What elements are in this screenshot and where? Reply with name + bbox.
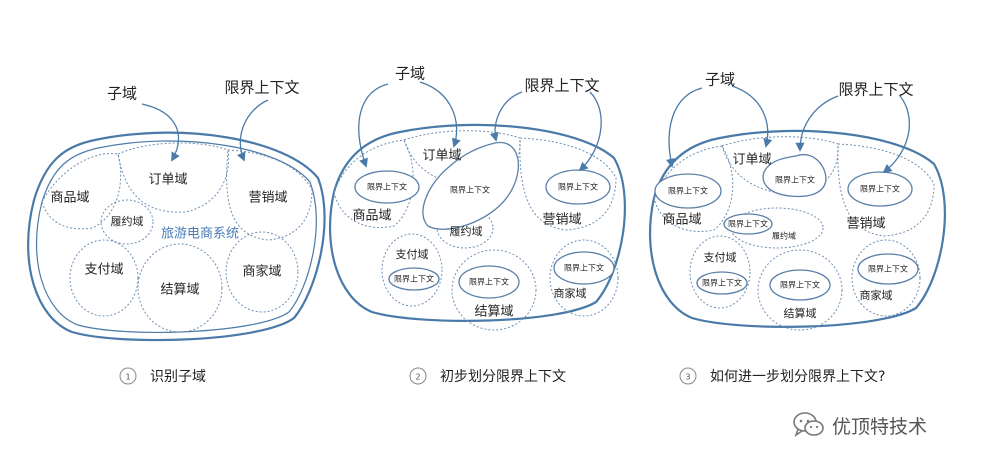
label-bounded-context: 限界上下文 <box>524 77 599 95</box>
bounded-context-label: 限界上下文 <box>860 184 900 194</box>
region-order <box>117 142 230 213</box>
step-number-circle <box>409 367 427 385</box>
region-fulfillment <box>730 207 824 249</box>
watermark-text: 优顶特技术 <box>832 415 928 438</box>
label-subdomain: 子域 <box>107 85 137 103</box>
bounded-context-label: 限界上下文 <box>868 264 908 274</box>
bounded-context-label: 限界上下文 <box>564 263 604 273</box>
domain-settlement: 结算域 <box>474 305 513 320</box>
region-settlement <box>451 249 537 331</box>
bounded-context-order-fulfillment <box>422 141 520 230</box>
wechat-icon <box>793 412 824 437</box>
bounded-context-product <box>354 170 420 204</box>
domain-product: 商品域 <box>352 209 391 224</box>
arrow-subdomain <box>358 83 389 168</box>
domain-order: 订单域 <box>148 173 187 188</box>
domain-merchant: 商家域 <box>242 264 281 280</box>
step-number: 1 <box>125 373 130 382</box>
arrow-subdomain-2 <box>419 81 461 148</box>
arrow-context-2 <box>882 95 910 174</box>
arrow-context <box>795 95 839 152</box>
arrow-subdomain <box>141 103 180 162</box>
domain-marketing: 营销域 <box>846 217 885 232</box>
bounded-context-label: 限界上下文 <box>728 219 768 229</box>
bounded-context-payment <box>696 271 748 295</box>
domain-product: 商品域 <box>50 191 89 206</box>
bounded-context-payment <box>388 267 440 291</box>
region-merchant <box>225 231 299 313</box>
domain-settlement: 结算域 <box>160 283 199 298</box>
domain-merchant: 商家域 <box>554 286 587 300</box>
bounded-context-label: 限界上下文 <box>702 278 742 288</box>
region-merchant <box>851 239 921 317</box>
bounded-context-marketing <box>545 169 611 205</box>
domain-fulfillment: 履约域 <box>450 225 483 238</box>
arrow-context <box>237 99 269 162</box>
bounded-context-label: 限界上下文 <box>394 274 434 284</box>
region-product <box>41 152 122 230</box>
domain-order: 订单域 <box>732 153 771 168</box>
bounded-context-label: 限界上下文 <box>780 280 820 290</box>
region-payment <box>689 235 751 309</box>
bounded-context-label: 限界上下文 <box>558 182 598 192</box>
panel-3: 子域 限界上下文 限界上下文 商品域 订单域 限界上下文 限界上下文 营销域 限… <box>648 71 946 385</box>
domain-payment: 支付域 <box>704 251 737 264</box>
arrow-context <box>489 91 523 142</box>
bounded-context-label: 限界上下文 <box>668 186 708 196</box>
bounded-context-merchant <box>857 253 919 285</box>
domain-marketing: 营销域 <box>542 213 581 228</box>
domain-fulfillment: 履约域 <box>111 215 144 228</box>
bounded-context-label: 限界上下文 <box>367 182 407 192</box>
panel-1: 子域 限界上下文 商品域 订单域 营销域 履约域 旅游电商系统 支付域 结算域 … <box>27 79 326 385</box>
domain-fulfillment: 履约域 <box>772 231 796 241</box>
domain-payment: 支付域 <box>396 248 429 261</box>
bounded-context-marketing <box>847 171 913 207</box>
step-caption: 识别子域 <box>150 369 206 385</box>
label-bounded-context: 限界上下文 <box>224 79 299 97</box>
domain-marketing: 营销域 <box>248 191 287 206</box>
arrow-subdomain <box>665 87 703 168</box>
step-number: 2 <box>415 373 420 382</box>
bounded-context-order <box>762 154 827 198</box>
arrow-subdomain-2 <box>731 85 773 148</box>
region-payment <box>381 233 443 307</box>
label-bounded-context: 限界上下文 <box>838 81 913 99</box>
region-order <box>721 136 839 195</box>
bounded-context-product <box>654 173 722 209</box>
system-name: 旅游电商系统 <box>161 227 239 242</box>
watermark: 优顶特技术 <box>792 408 927 442</box>
region-merchant <box>549 239 619 317</box>
region-payment <box>69 239 139 317</box>
domain-order: 订单域 <box>422 149 461 164</box>
step-number-circle <box>679 367 697 385</box>
region-settlement <box>137 243 223 333</box>
bounded-context-fulfillment <box>723 213 773 235</box>
step-number-circle <box>119 367 137 385</box>
step-caption: 初步划分限界上下文 <box>440 368 566 385</box>
bounded-context-label: 限界上下文 <box>469 277 509 287</box>
system-boundary <box>27 131 326 342</box>
domain-payment: 支付域 <box>84 263 123 278</box>
arrow-context-2 <box>578 91 602 172</box>
step-caption: 如何进一步划分限界上下文? <box>710 369 885 385</box>
region-marketing <box>837 143 935 237</box>
label-subdomain: 子域 <box>705 71 735 89</box>
region-product <box>653 145 734 232</box>
panel-2: 子域 限界上下文 限界上下文 商品域 订单域 限界上下文 履约域 限界上下文 营… <box>328 65 626 385</box>
bounded-context-label: 限界上下文 <box>775 175 815 185</box>
region-fulfillment <box>100 199 154 245</box>
bounded-context-merchant <box>553 251 615 285</box>
step-number: 3 <box>685 373 690 382</box>
region-marketing <box>519 137 617 231</box>
bounded-context-settlement <box>458 265 520 299</box>
domain-product: 商品域 <box>662 213 701 228</box>
bounded-context-settlement <box>769 269 831 301</box>
label-subdomain: 子域 <box>395 65 425 83</box>
region-settlement <box>757 249 843 331</box>
bounded-context-label: 限界上下文 <box>450 185 490 195</box>
domain-merchant: 商家域 <box>860 288 893 302</box>
domain-settlement: 结算域 <box>784 306 817 320</box>
